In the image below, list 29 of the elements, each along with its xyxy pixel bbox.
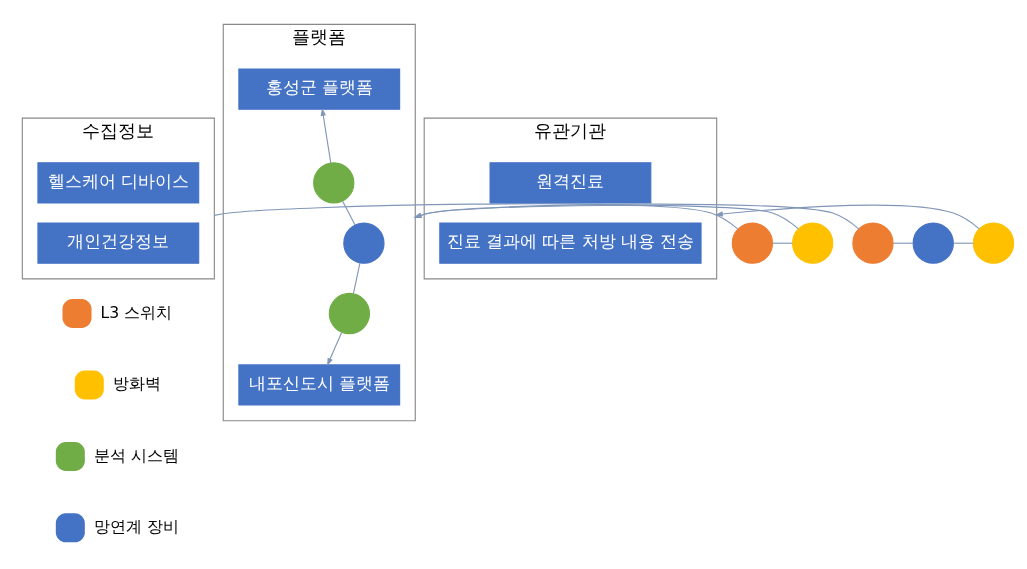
node-circle [313, 162, 355, 204]
arrow [320, 108, 332, 164]
legend-label: 분석 시스템 [93, 446, 179, 465]
arrow [413, 203, 860, 230]
connector [952, 242, 974, 244]
arrow [413, 204, 799, 230]
node-box: 원격진료 [489, 162, 652, 204]
node-circle [912, 222, 954, 264]
node-box: 홍성군 플랫폼 [238, 68, 401, 110]
connector [892, 242, 914, 244]
node-box: 개인건강정보 [37, 222, 200, 264]
legend-label: 방화벽 [112, 375, 161, 394]
node-circle [972, 222, 1015, 264]
legend-label: L3 스위치 [100, 303, 173, 322]
arrow [327, 331, 343, 366]
connector [352, 262, 361, 295]
node-circle [731, 222, 774, 264]
node-box: 진료 결과에 따른 처방 내용 전송 [439, 222, 702, 264]
legend-label: 망연계 장비 [93, 517, 179, 536]
node-circle [328, 292, 371, 335]
node-circle [343, 222, 385, 264]
connector [772, 242, 793, 244]
node-circle [792, 222, 834, 264]
node-circle [852, 222, 894, 264]
node-box: 헬스케어 디바이스 [37, 162, 200, 204]
arrow [715, 204, 980, 230]
node-box: 내포신도시 플랫폼 [238, 364, 401, 406]
connector [342, 200, 356, 226]
connector [213, 203, 739, 230]
